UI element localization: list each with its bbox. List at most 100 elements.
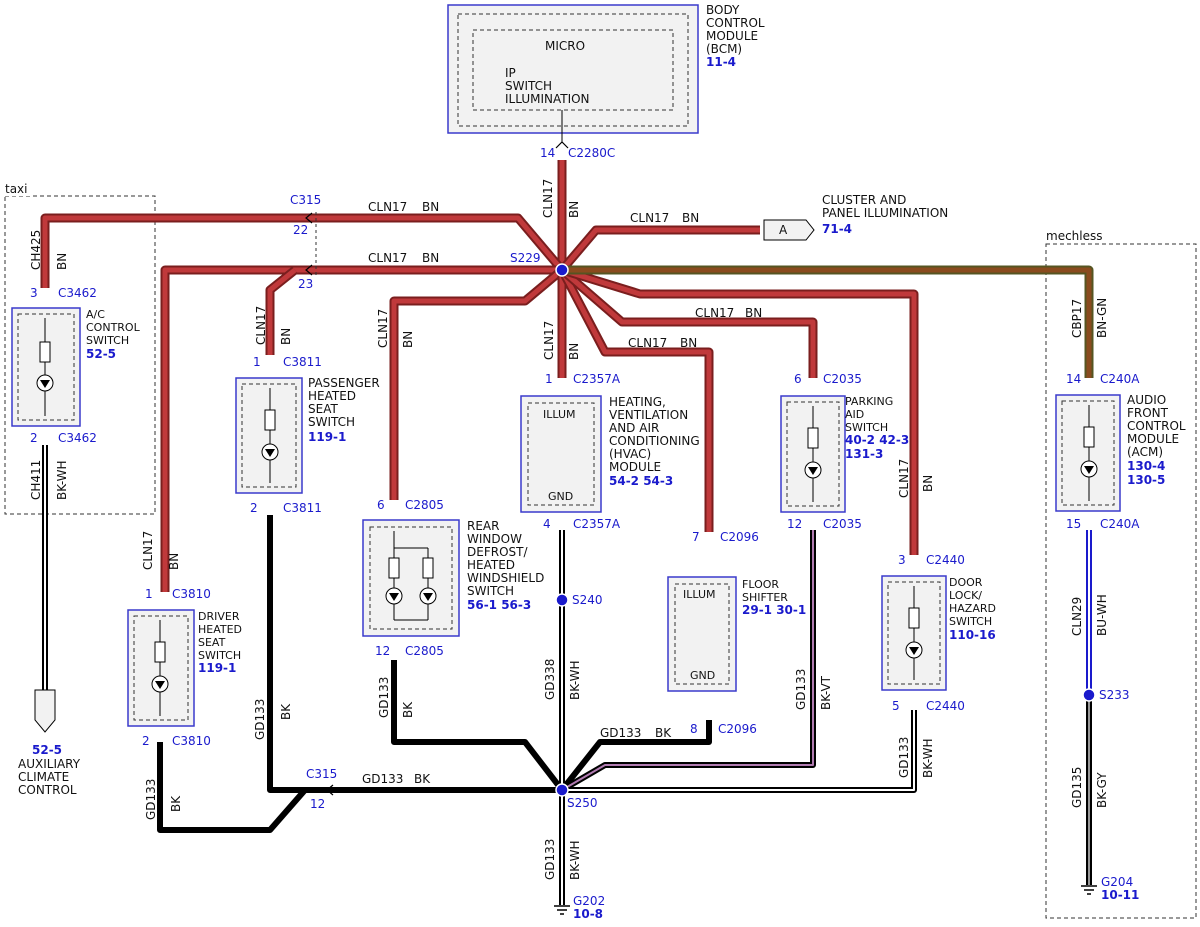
svg-text:C3810: C3810 bbox=[172, 734, 211, 748]
svg-text:1: 1 bbox=[145, 587, 153, 601]
svg-text:119-1: 119-1 bbox=[198, 661, 236, 675]
svg-text:DRIVER: DRIVER bbox=[198, 610, 240, 623]
svg-text:BN: BN bbox=[921, 475, 935, 492]
mechless-region bbox=[1045, 243, 1197, 919]
svg-text:CONTROL: CONTROL bbox=[18, 783, 77, 797]
svg-text:C3811: C3811 bbox=[283, 355, 322, 369]
svg-text:CLN17: CLN17 bbox=[695, 306, 734, 320]
svg-text:BN: BN bbox=[745, 306, 762, 320]
svg-text:BN: BN bbox=[279, 328, 293, 345]
svg-text:CLIMATE: CLIMATE bbox=[18, 770, 69, 784]
svg-text:119-1: 119-1 bbox=[308, 430, 346, 444]
svg-text:10-11: 10-11 bbox=[1101, 888, 1139, 902]
svg-text:GD135: GD135 bbox=[1070, 767, 1084, 808]
svg-text:FLOOR: FLOOR bbox=[742, 578, 779, 591]
svg-text:AID: AID bbox=[845, 408, 864, 421]
svg-text:CLN17: CLN17 bbox=[368, 200, 407, 214]
svg-text:C2357A: C2357A bbox=[573, 372, 621, 386]
taxi-region bbox=[4, 195, 156, 515]
svg-text:S229: S229 bbox=[510, 251, 541, 265]
svg-text:ILLUM: ILLUM bbox=[543, 408, 576, 421]
svg-text:7: 7 bbox=[692, 530, 700, 544]
svg-text:52-5: 52-5 bbox=[86, 347, 116, 361]
svg-text:WINDSHIELD: WINDSHIELD bbox=[467, 571, 544, 585]
svg-text:110-16: 110-16 bbox=[949, 628, 996, 642]
svg-text:AUDIO: AUDIO bbox=[1127, 393, 1166, 407]
svg-text:CLN17: CLN17 bbox=[376, 309, 390, 348]
svg-text:HEATED: HEATED bbox=[467, 558, 515, 572]
svg-text:AUXILIARY: AUXILIARY bbox=[18, 757, 81, 771]
svg-text:BK-WH: BK-WH bbox=[55, 460, 69, 500]
svg-text:BN: BN bbox=[422, 251, 439, 265]
svg-text:10-8: 10-8 bbox=[573, 907, 603, 921]
svg-text:C2357A: C2357A bbox=[573, 517, 621, 531]
svg-text:15: 15 bbox=[1066, 517, 1081, 531]
svg-text:BN: BN bbox=[55, 253, 69, 270]
svg-text:BN: BN bbox=[682, 211, 699, 225]
svg-text:GD133: GD133 bbox=[600, 726, 641, 740]
svg-text:GD338: GD338 bbox=[543, 659, 557, 700]
svg-text:GD133: GD133 bbox=[253, 699, 267, 740]
aux-connector-flag bbox=[34, 689, 56, 733]
svg-text:BK-GY: BK-GY bbox=[1095, 772, 1109, 808]
svg-text:CBP17: CBP17 bbox=[1070, 299, 1084, 338]
splice-s240 bbox=[555, 593, 569, 607]
cluster-connector-flag bbox=[763, 219, 815, 241]
svg-text:G202: G202 bbox=[573, 894, 605, 908]
svg-text:4: 4 bbox=[543, 517, 551, 531]
svg-text:29-1 30-1: 29-1 30-1 bbox=[742, 603, 806, 617]
svg-text:S250: S250 bbox=[567, 796, 598, 810]
svg-text:FRONT: FRONT bbox=[1127, 406, 1169, 420]
bn-wires bbox=[40, 160, 919, 592]
svg-text:BN: BN bbox=[680, 336, 697, 350]
svg-text:PASSENGER: PASSENGER bbox=[308, 376, 380, 390]
svg-text:14: 14 bbox=[1066, 372, 1081, 386]
svg-text:S233: S233 bbox=[1099, 688, 1130, 702]
svg-text:12: 12 bbox=[787, 517, 802, 531]
svg-text:BK: BK bbox=[401, 701, 415, 718]
splice-s233 bbox=[1082, 688, 1096, 702]
svg-text:6: 6 bbox=[377, 498, 385, 512]
svg-text:23: 23 bbox=[298, 277, 313, 291]
svg-text:MODULE: MODULE bbox=[609, 460, 661, 474]
svg-text:MICRO: MICRO bbox=[545, 39, 585, 53]
svg-text:C2440: C2440 bbox=[926, 699, 965, 713]
svg-text:SWITCH: SWITCH bbox=[949, 615, 992, 628]
rear-led-icon bbox=[385, 531, 437, 621]
svg-text:GD133: GD133 bbox=[543, 839, 557, 880]
svg-text:131-3: 131-3 bbox=[845, 447, 883, 461]
svg-text:CLN17: CLN17 bbox=[897, 459, 911, 498]
parking-led-icon bbox=[804, 406, 822, 502]
svg-text:MODULE: MODULE bbox=[706, 29, 758, 43]
svg-text:2: 2 bbox=[250, 501, 258, 515]
svg-text:SWITCH: SWITCH bbox=[505, 79, 552, 93]
svg-text:G204: G204 bbox=[1101, 875, 1133, 889]
svg-text:11-4: 11-4 bbox=[706, 55, 736, 69]
svg-text:GND: GND bbox=[548, 490, 573, 503]
svg-text:C2805: C2805 bbox=[405, 644, 444, 658]
svg-text:2: 2 bbox=[142, 734, 150, 748]
svg-text:S240: S240 bbox=[572, 593, 603, 607]
svg-text:AND AIR: AND AIR bbox=[609, 421, 659, 435]
svg-text:IP: IP bbox=[505, 66, 516, 80]
passenger-led-icon bbox=[261, 388, 279, 483]
svg-text:ILLUM: ILLUM bbox=[683, 588, 716, 601]
svg-text:22: 22 bbox=[293, 223, 308, 237]
svg-text:CLN17: CLN17 bbox=[628, 336, 667, 350]
svg-text:CONTROL: CONTROL bbox=[86, 321, 141, 334]
svg-text:BK: BK bbox=[169, 795, 183, 812]
svg-text:ILLUMINATION: ILLUMINATION bbox=[505, 92, 590, 106]
splice-s229 bbox=[555, 263, 569, 277]
svg-text:C2440: C2440 bbox=[926, 553, 965, 567]
svg-text:BK-WH: BK-WH bbox=[921, 738, 935, 778]
svg-text:130-5: 130-5 bbox=[1127, 473, 1165, 487]
taxi-label: taxi bbox=[5, 182, 28, 196]
svg-text:BN: BN bbox=[401, 331, 415, 348]
svg-text:GD133: GD133 bbox=[377, 677, 391, 718]
svg-text:C2096: C2096 bbox=[720, 530, 759, 544]
svg-text:(HVAC): (HVAC) bbox=[609, 447, 651, 461]
ground-g204-icon bbox=[1081, 885, 1097, 895]
svg-text:SWITCH: SWITCH bbox=[467, 584, 514, 598]
splice-s250 bbox=[555, 783, 569, 797]
svg-text:HEATED: HEATED bbox=[308, 389, 356, 403]
